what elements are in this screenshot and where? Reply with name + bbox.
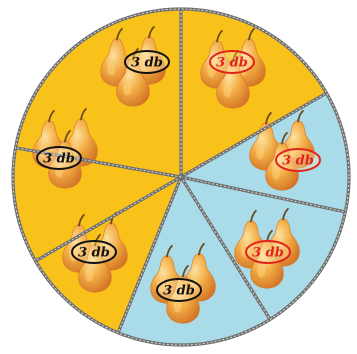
count-label-text: 3 db [252, 246, 284, 261]
count-label-text: 3 db [131, 56, 163, 71]
count-label-text: 3 db [216, 56, 248, 71]
count-label-top-right: 3 db [210, 51, 254, 73]
count-label-text: 3 db [282, 154, 314, 169]
count-label-text: 3 db [78, 246, 110, 261]
count-label-right: 3 db [276, 149, 320, 171]
count-label-text: 3 db [43, 152, 75, 167]
count-label-bottom-left: 3 db [72, 241, 116, 263]
count-label-text: 3 db [163, 284, 195, 299]
count-label-top-left: 3 db [125, 51, 169, 73]
count-label-bottom-right: 3 db [246, 241, 290, 263]
count-label-left: 3 db [37, 147, 81, 169]
count-label-bottom-center: 3 db [157, 279, 201, 301]
